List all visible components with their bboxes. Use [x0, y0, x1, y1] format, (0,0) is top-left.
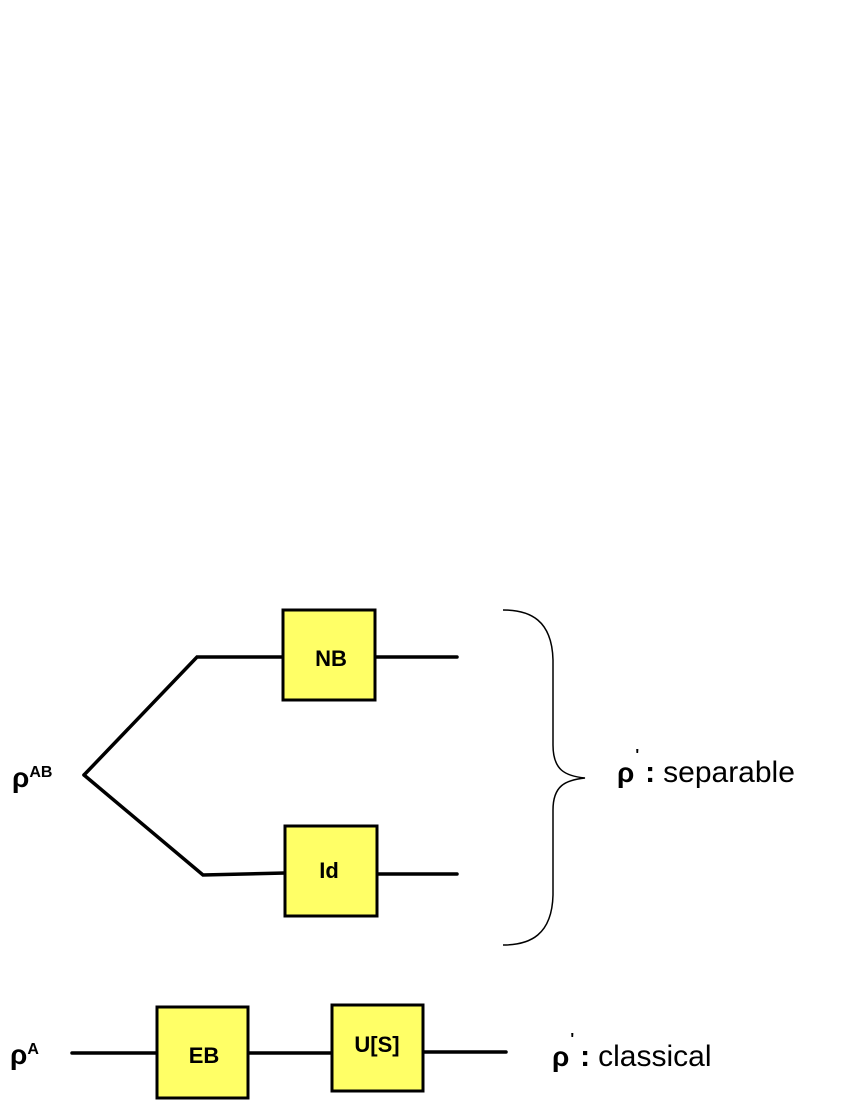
top-output-rho: ρ — [617, 757, 634, 788]
upper-branch-wire — [82, 655, 285, 777]
top-input-label: ρAB — [12, 762, 52, 793]
top-output-property: separable — [663, 756, 795, 789]
top-output-prime: ' — [635, 747, 639, 764]
top-output-label: ρ':separable — [617, 747, 795, 789]
bottom-input-rho: ρ — [10, 1039, 27, 1070]
eb-box: EB — [155, 1005, 250, 1100]
nb-box-label: NB — [315, 646, 347, 671]
bottom-circuit: ρA EB U[S] ρ':classical — [10, 1003, 712, 1100]
curly-brace — [502, 609, 586, 946]
us-box-label: U[S] — [354, 1032, 399, 1057]
top-input-rho: ρ — [12, 762, 29, 793]
top-input-superscript: AB — [29, 764, 52, 781]
us-box: U[S] — [330, 1003, 425, 1093]
bottom-input-label: ρA — [10, 1039, 39, 1070]
eb-box-label: EB — [189, 1043, 220, 1068]
bottom-output-colon: : — [580, 1040, 590, 1073]
top-output-colon: : — [645, 756, 655, 789]
top-circuit: ρAB NB Id ρ':separable — [12, 608, 795, 946]
bottom-output-label: ρ':classical — [552, 1031, 712, 1073]
id-box: Id — [283, 824, 379, 918]
lower-branch-wire — [82, 773, 287, 877]
bottom-output-rho: ρ — [552, 1041, 569, 1072]
bottom-input-superscript: A — [27, 1041, 39, 1058]
bottom-output-property: classical — [598, 1040, 711, 1073]
id-box-label: Id — [319, 858, 339, 883]
nb-box: NB — [281, 608, 377, 702]
bottom-output-prime: ' — [570, 1031, 574, 1048]
